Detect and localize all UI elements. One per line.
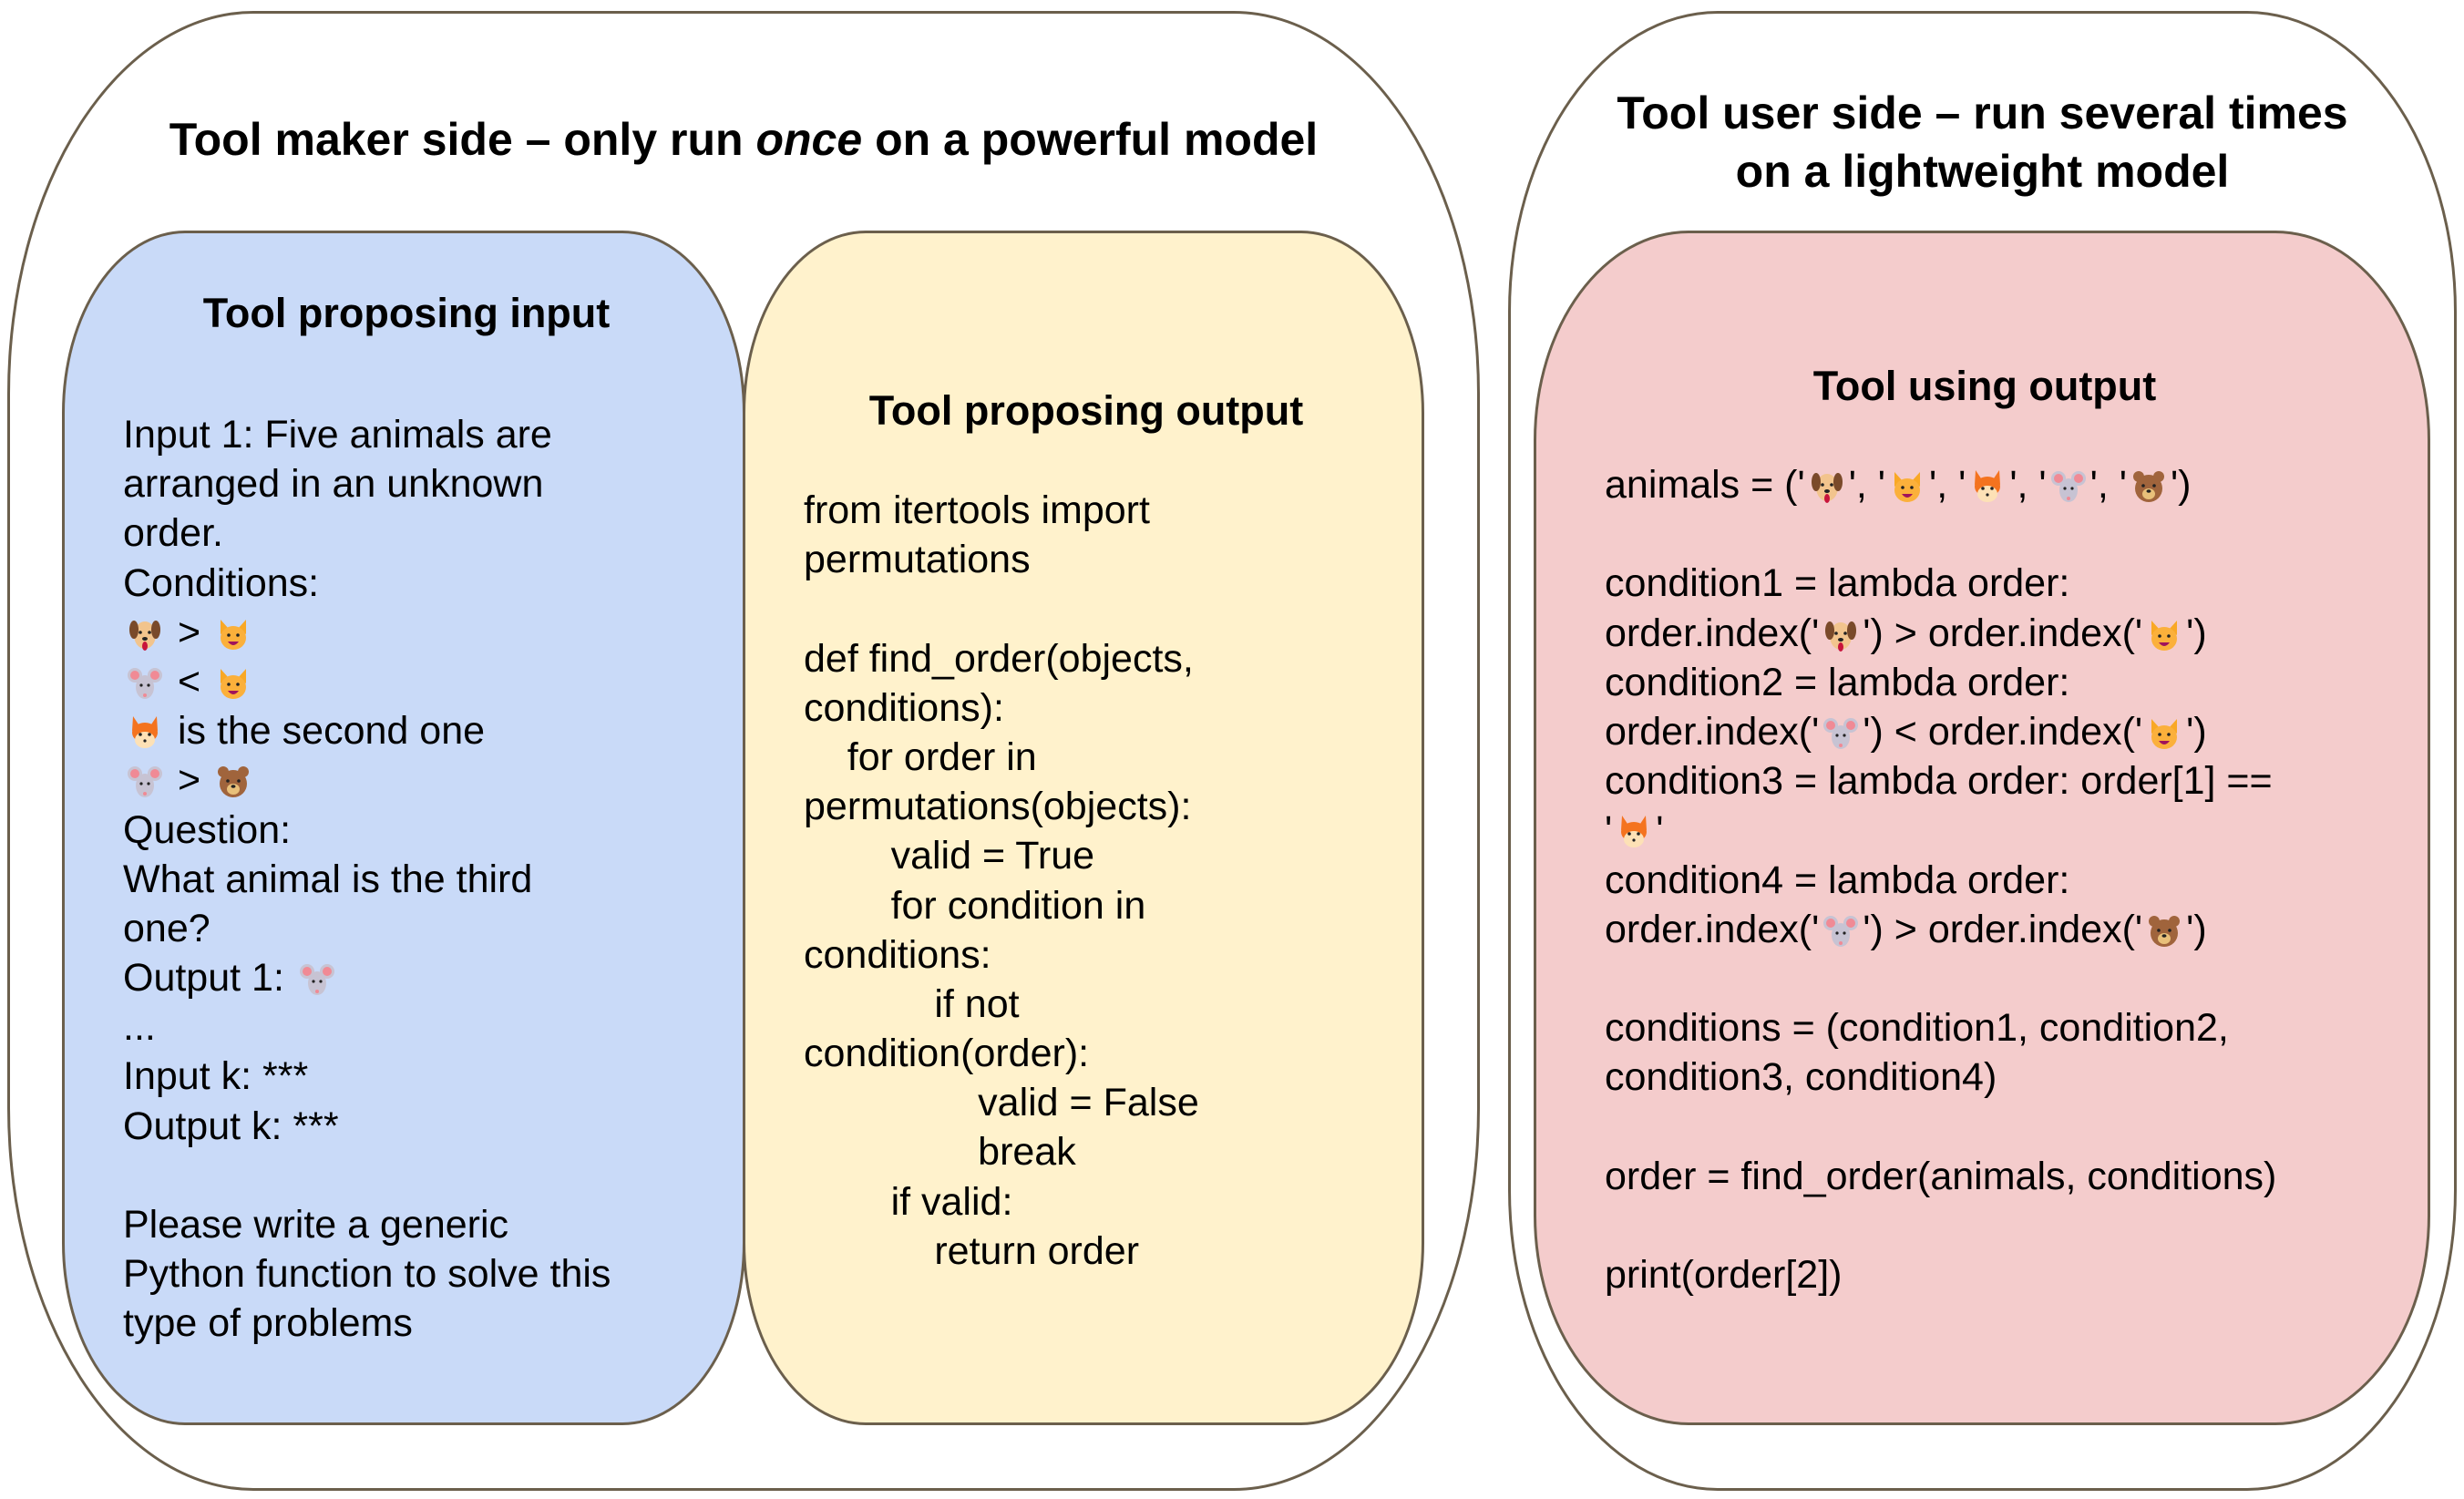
text-line: > (123, 608, 611, 657)
mouse-face-icon (2050, 467, 2087, 504)
fox-face-icon (127, 714, 163, 750)
text-line: animals = ('', '', '', '', '') (1605, 463, 2192, 507)
text-line: What animal is the third (123, 857, 533, 901)
text-line: Output k: *** (123, 1104, 339, 1148)
cat-face-icon (2146, 616, 2182, 652)
title-part: on a powerful model (862, 114, 1319, 165)
box-heading: Tool using output (1812, 363, 2157, 409)
fox-face-icon (1969, 467, 2006, 504)
bear-face-icon (2146, 912, 2182, 949)
code-block: animals = ('', '', '', '', '') condition1… (1605, 460, 2276, 1299)
text-line: > (123, 755, 611, 805)
dog-face-icon (1822, 616, 1859, 652)
text-line (123, 1151, 611, 1200)
text-line: condition2 = lambda order: (1605, 660, 2070, 704)
tool-using-output-box: Tool using output animals = ('', '', '',… (1534, 231, 2430, 1425)
text-line: valid = False (804, 1081, 1199, 1125)
code-block: from itertools import permutations def fin… (804, 486, 1199, 1276)
cat-face-icon (2146, 714, 2182, 751)
box-heading: Tool proposing input (202, 290, 611, 336)
text-line: '' (1605, 808, 1664, 853)
text-line: order = find_order(animals, conditions) (1605, 1154, 2277, 1198)
text-line: condition1 = lambda order: (1605, 561, 2070, 606)
fox-face-icon (1616, 813, 1652, 849)
text-line (1605, 954, 2276, 1003)
mouse-face-icon (1822, 714, 1859, 751)
text-line: Please write a generic (123, 1203, 509, 1247)
title-line: on a lightweight model (1735, 146, 2230, 197)
text-line: condition4 = lambda order: (1605, 857, 2070, 902)
text-line: Conditions: (123, 560, 320, 605)
text-line: conditions): (804, 685, 1004, 730)
text-line: < (123, 657, 611, 706)
bear-face-icon (215, 763, 252, 799)
bear-face-icon (2130, 467, 2167, 504)
text-line: order.index('') > order.index('') (1605, 907, 2207, 951)
text-line: condition3 = lambda order: order[1] == (1605, 759, 2273, 804)
tool-maker-side-title: Tool maker side – only run once on a pow… (7, 110, 1480, 169)
box-heading: Tool proposing output (868, 387, 1304, 434)
text-line: is the second one (123, 706, 611, 755)
text-line: one? (123, 906, 210, 950)
text-block: Input 1: Five animals are arranged in an … (123, 410, 611, 1349)
tool-user-side-title: Tool user side – run several times on a … (1508, 84, 2457, 200)
text-line: break (804, 1130, 1076, 1175)
text-line: if not (804, 981, 1020, 1026)
text-line (1605, 509, 2276, 559)
text-line: from itertools import (804, 488, 1150, 532)
text-line (1605, 1201, 2276, 1250)
text-line (1605, 1102, 2276, 1151)
title-part: Tool maker side – only run (169, 114, 756, 165)
text-line: Question: (123, 807, 292, 852)
text-line: condition3, condition4) (1605, 1055, 1997, 1100)
cat-face-icon (215, 615, 252, 652)
text-line: def find_order(objects, (804, 636, 1194, 681)
text-line: for order in (804, 734, 1037, 779)
text-line (804, 584, 1199, 633)
title-emphasis: once (755, 114, 863, 165)
text-line: conditions: (804, 932, 991, 977)
text-line: order. (123, 511, 223, 556)
cat-face-icon (1889, 467, 1925, 504)
text-line: permutations (804, 538, 1031, 582)
text-line: condition(order): (804, 1032, 1090, 1076)
text-line: valid = True (804, 834, 1095, 878)
text-line: return order (804, 1228, 1140, 1273)
text-line: ... (123, 1005, 156, 1050)
text-line: conditions = (condition1, condition2, (1605, 1006, 2229, 1051)
text-line: Output 1: (123, 953, 611, 1002)
text-line: arranged in an unknown (123, 462, 544, 507)
mouse-face-icon (1822, 912, 1859, 949)
dog-face-icon (127, 615, 163, 652)
tool-proposing-input-box: Tool proposing input Input 1: Five anima… (62, 231, 745, 1425)
text-line: for condition in (804, 883, 1146, 928)
tool-proposing-output-box: Tool proposing output from itertools imp… (743, 231, 1424, 1425)
text-line: Python function to solve this (123, 1252, 611, 1297)
mouse-face-icon (127, 763, 163, 799)
dog-face-icon (1809, 467, 1845, 504)
text-line: Input 1: Five animals are (123, 413, 552, 457)
text-line: order.index('') > order.index('') (1605, 611, 2207, 655)
text-line: permutations(objects): (804, 785, 1192, 829)
mouse-face-icon (299, 960, 335, 997)
text-line: type of problems (123, 1301, 413, 1346)
cat-face-icon (215, 664, 252, 701)
text-line: print(order[2]) (1605, 1253, 1843, 1297)
text-line: if valid: (804, 1179, 1013, 1224)
title-line: Tool user side – run several times (1617, 87, 2348, 139)
text-line: order.index('') < order.index('') (1605, 709, 2207, 754)
mouse-face-icon (127, 664, 163, 701)
text-line: Input k: *** (123, 1054, 309, 1099)
